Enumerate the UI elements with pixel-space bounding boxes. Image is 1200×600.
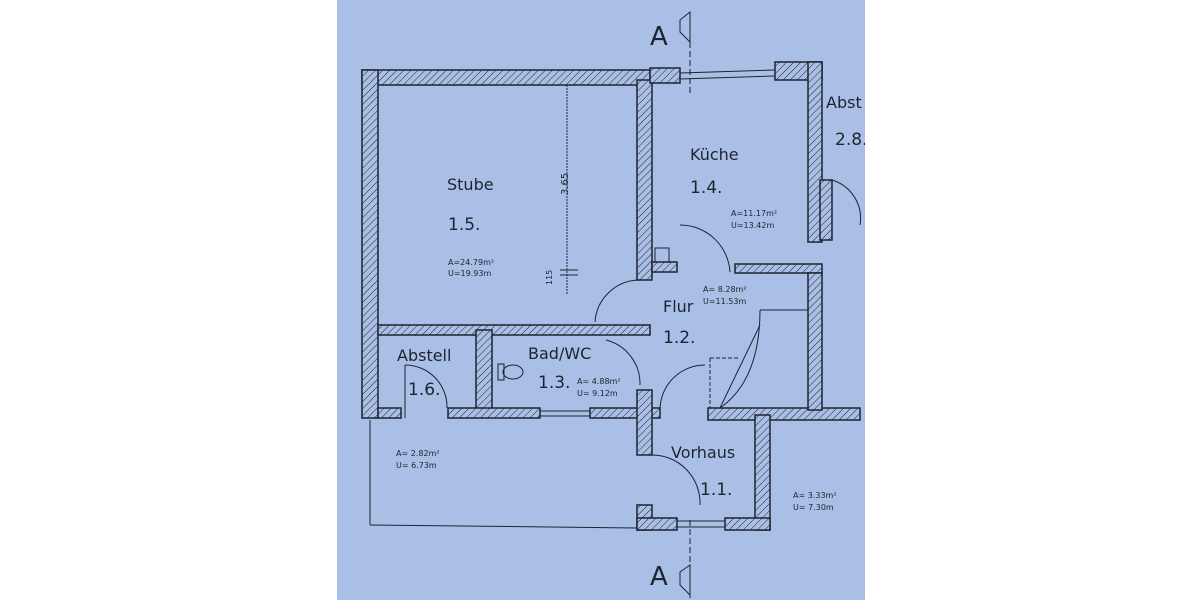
room-name-vorhaus: Vorhaus bbox=[671, 443, 735, 462]
room-perimeter-bad: U= 9.12m bbox=[577, 389, 618, 398]
room-number-abstell: 1.6. bbox=[408, 380, 440, 400]
paper-background bbox=[337, 0, 865, 600]
room-area-kueche: A=11.17m² bbox=[731, 209, 777, 218]
room-name-flur: Flur bbox=[663, 297, 694, 316]
windows-and-lines bbox=[369, 10, 862, 600]
dimension-height: 3.65 bbox=[560, 173, 571, 195]
room-area-flur: A= 8.28m² bbox=[703, 285, 747, 294]
room-name-abst: Abst bbox=[826, 93, 862, 112]
room-perimeter-vorhaus: U= 7.30m bbox=[793, 503, 834, 512]
room-perimeter-stube: U=19.93m bbox=[448, 269, 491, 278]
section-marker-bottom: A bbox=[650, 562, 668, 592]
room-perimeter-flur: U=11.53m bbox=[703, 297, 746, 306]
room-perimeter-abstell: U= 6.73m bbox=[396, 461, 437, 470]
room-perimeter-kueche: U=13.42m bbox=[731, 221, 774, 230]
room-name-abstell: Abstell bbox=[397, 346, 451, 365]
room-number-kueche: 1.4. bbox=[690, 178, 722, 198]
room-area-vorhaus: A= 3.33m² bbox=[793, 491, 837, 500]
room-name-bad: Bad/WC bbox=[528, 344, 591, 363]
right-margin bbox=[865, 0, 1200, 600]
room-number-flur: 1.2. bbox=[663, 328, 695, 348]
room-number-stube: 1.5. bbox=[448, 215, 480, 235]
room-number-vorhaus: 1.1. bbox=[700, 480, 732, 500]
section-marker-top: A bbox=[650, 22, 668, 52]
room-area-abstell: A= 2.82m² bbox=[396, 449, 440, 458]
walls bbox=[361, 61, 861, 531]
dimension-sill: 115 bbox=[545, 270, 554, 285]
room-name-stube: Stube bbox=[447, 175, 494, 194]
room-number-abst: 2.8. bbox=[835, 130, 867, 150]
room-number-bad: 1.3. bbox=[538, 373, 570, 393]
room-area-bad: A= 4.88m² bbox=[577, 377, 621, 386]
room-name-kueche: Küche bbox=[690, 145, 739, 164]
room-area-stube: A=24.79m² bbox=[448, 258, 494, 267]
